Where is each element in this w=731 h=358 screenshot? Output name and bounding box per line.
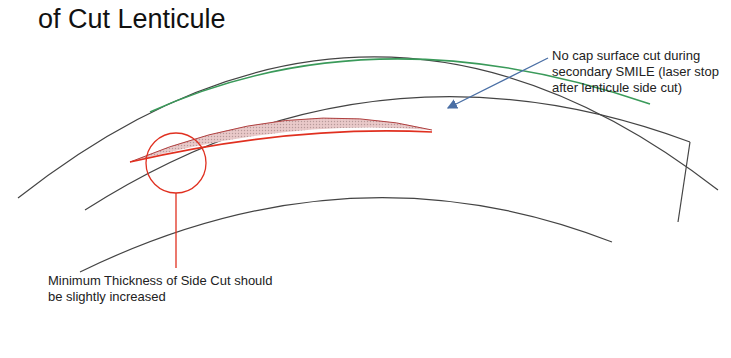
highlight-circle	[146, 133, 206, 193]
pointer-arrow	[448, 58, 548, 108]
lenticule	[130, 118, 432, 162]
lenticule-bottom	[130, 131, 432, 162]
annotation-note: No cap surface cut during secondary SMIL…	[552, 48, 730, 96]
posterior-surface	[80, 198, 612, 272]
side-cut	[678, 142, 690, 222]
lenticule-top	[130, 118, 432, 162]
slide-title: of Cut Lenticule	[38, 4, 226, 35]
annotation-note: Minimum Thickness of Side Cut should be …	[48, 273, 273, 305]
leader-line	[175, 193, 176, 268]
